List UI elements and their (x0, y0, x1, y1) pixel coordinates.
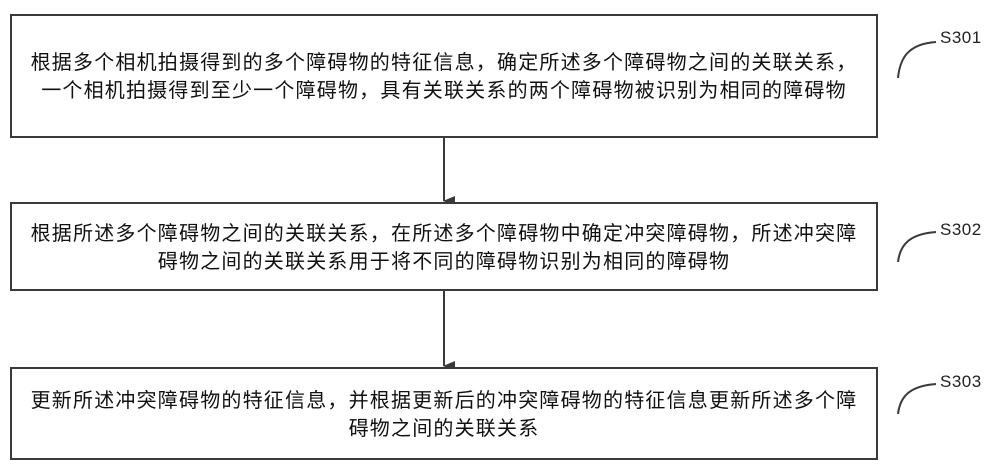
step-box-s301: 根据多个相机拍摄得到的多个障碍物的特征信息，确定所述多个障碍物之间的关联关系，一… (10, 14, 878, 138)
step-text-s302: 根据所述多个障碍物之间的关联关系，在所述多个障碍物中确定冲突障碍物，所述冲突障碍… (12, 219, 876, 275)
step-label-s303: S303 (940, 372, 982, 392)
leader-curve-s303 (898, 384, 936, 414)
step-box-s303: 更新所述冲突障碍物的特征信息，并根据更新后的冲突障碍物的特征信息更新所述多个障碍… (10, 367, 878, 460)
leader-curve-s302 (898, 232, 936, 262)
step-text-s301: 根据多个相机拍摄得到的多个障碍物的特征信息，确定所述多个障碍物之间的关联关系，一… (12, 48, 876, 104)
step-label-s302: S302 (940, 220, 982, 240)
step-text-s303: 更新所述冲突障碍物的特征信息，并根据更新后的冲突障碍物的特征信息更新所述多个障碍… (12, 386, 876, 442)
step-box-s302: 根据所述多个障碍物之间的关联关系，在所述多个障碍物中确定冲突障碍物，所述冲突障碍… (10, 202, 878, 291)
leader-curve-s301 (898, 42, 936, 78)
step-label-s301: S301 (940, 28, 982, 48)
